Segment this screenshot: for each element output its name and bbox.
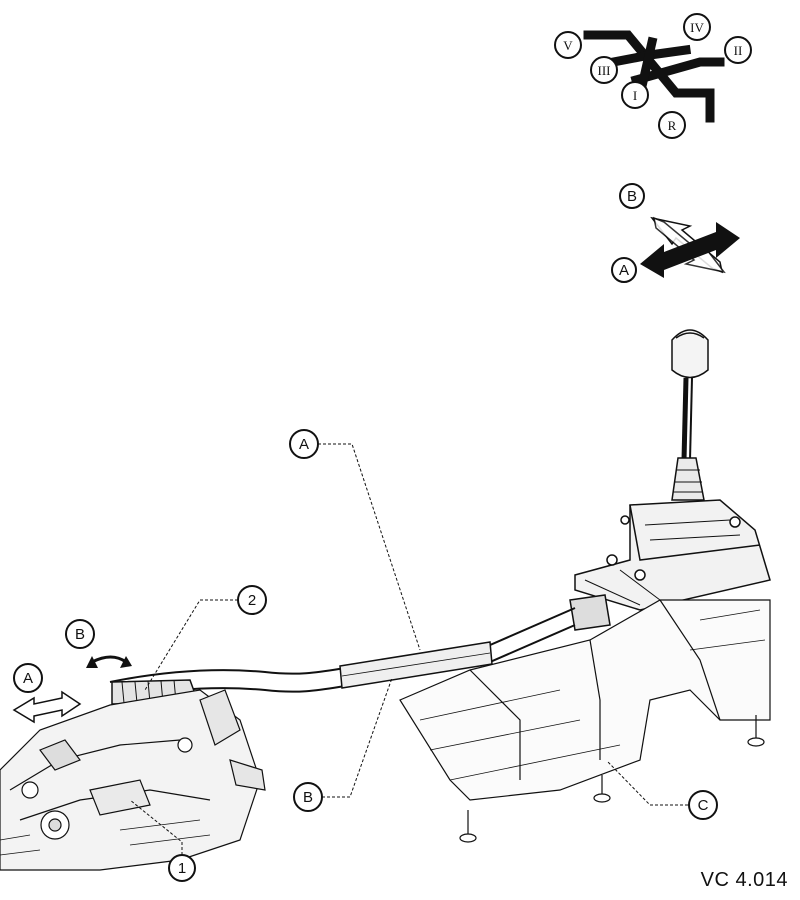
leader-1 <box>129 799 183 855</box>
gear-label-R: R <box>658 111 686 139</box>
lever-boot <box>671 457 705 501</box>
leader-B <box>322 677 393 798</box>
gear-knob <box>671 329 709 379</box>
svg-text:2: 2 <box>248 592 256 609</box>
gear-label-I: I <box>621 81 649 109</box>
callout-2: 2 <box>237 585 267 615</box>
svg-text:III: III <box>598 63 611 78</box>
arrow-a-double-icon <box>12 690 82 724</box>
callout-leaders <box>129 443 688 855</box>
motion-label-A: A <box>611 257 637 283</box>
svg-text:C: C <box>698 797 709 814</box>
arrow-b-curved-icon <box>91 655 127 664</box>
floor-tunnel-bracket <box>399 599 771 843</box>
gear-shift-pattern: V IV III II I R <box>554 13 752 139</box>
leader-2 <box>144 599 238 691</box>
gear-label-III: III <box>590 56 618 84</box>
callout-A: A <box>289 429 319 459</box>
svg-text:A: A <box>299 436 309 453</box>
callout-C: C <box>688 790 718 820</box>
figure-reference-code: VC 4.014 <box>700 869 788 891</box>
motion-indicator: B A <box>611 183 740 283</box>
gear-label-II: II <box>724 36 752 64</box>
arrow-a-icon <box>640 222 740 278</box>
cable-sleeve <box>339 641 493 689</box>
shifter-housing <box>574 499 771 611</box>
svg-text:IV: IV <box>690 20 704 35</box>
transmission-housing <box>0 689 266 871</box>
leader-C <box>607 761 688 806</box>
bracket-bolts <box>459 715 765 843</box>
svg-text:B: B <box>627 188 637 205</box>
svg-text:B: B <box>75 626 85 643</box>
leader-A <box>318 443 421 651</box>
gear-lever-assembly <box>569 329 771 631</box>
svg-text:A: A <box>619 262 629 279</box>
callout-1: 1 <box>168 854 196 882</box>
transmission-lever-arrows <box>12 655 132 724</box>
svg-text:R: R <box>668 118 677 133</box>
motion-label-B: B <box>619 183 645 209</box>
gear-label-IV: IV <box>683 13 711 41</box>
svg-text:V: V <box>563 38 573 53</box>
svg-text:II: II <box>734 43 743 58</box>
svg-text:B: B <box>303 789 313 806</box>
svg-text:1: 1 <box>178 860 186 877</box>
lever-label-B: B <box>65 619 95 649</box>
svg-text:A: A <box>23 670 33 687</box>
lever-label-A: A <box>13 663 43 693</box>
gear-label-V: V <box>554 31 582 59</box>
callout-B: B <box>293 782 323 812</box>
svg-text:I: I <box>633 88 637 103</box>
